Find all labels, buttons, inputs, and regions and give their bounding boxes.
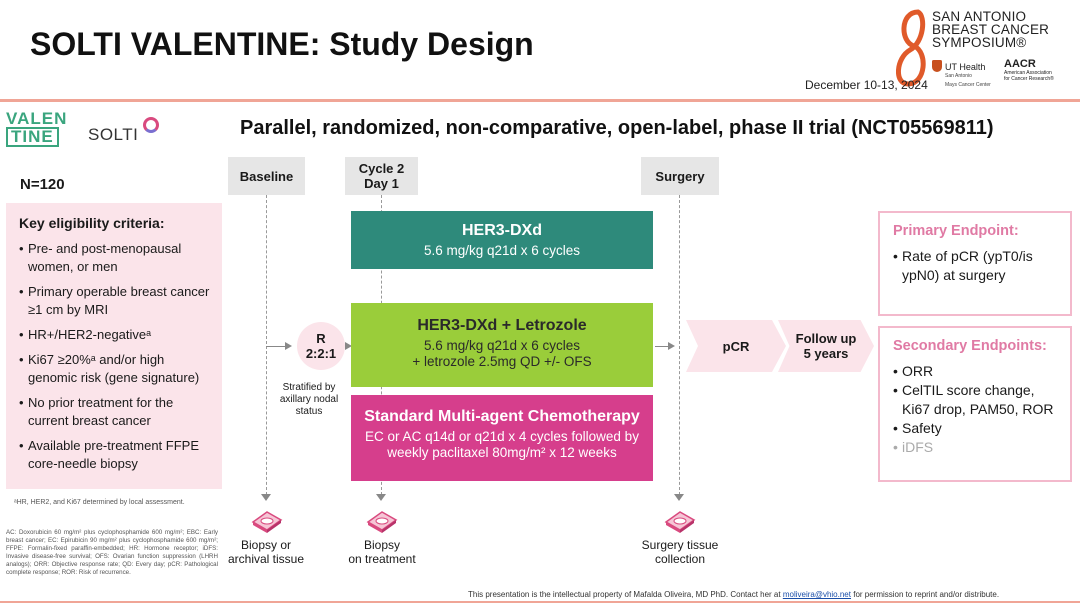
endpoint-item: Rate of pCR (ypT0/is ypN0) at surgery [893,247,1060,285]
follow-up-line1: Follow up [795,331,857,346]
eligibility-footnote: ᵃHR, HER2, and Ki67 determined by local … [14,499,185,506]
secondary-endpoints-heading: Secondary Endpoints: [893,338,1047,354]
biopsy-label-line: archival tissue [227,552,305,566]
biopsy-label-line: on treatment [348,552,416,566]
endpoint-item: Safety [893,419,1060,438]
sabcs-line3: SYMPOSIUM® [932,35,1027,50]
biopsy-label-line: Biopsy or [240,538,292,552]
baseline-timeline [266,195,267,495]
primary-endpoint-list: Rate of pCR (ypT0/is ypN0) at surgery [893,247,1060,285]
endpoint-item-muted: iDFS [893,438,1060,457]
primary-endpoint-box: Primary Endpoint: Rate of pCR (ypT0/is y… [878,211,1072,316]
sabcs-logo: SAN ANTONIO BREAST CANCER SYMPOSIUM® UT … [896,8,1056,90]
arm-dose-extra: + letrozole 2.5mg QD +/- OFS [412,354,592,369]
sabcs-line1: SAN ANTONIO [932,9,1027,24]
stratification-note: Stratified by axillary nodal status [279,382,339,417]
biopsy-label-line: collection [654,552,706,566]
arm-dose: 5.6 mg/kg q21d x 6 cycles [423,243,581,258]
eligibility-heading: Key eligibility criteria: [19,215,165,231]
tissue-slide-icon [664,511,696,533]
header-divider [0,99,1080,102]
arm-dose-extra: weekly paclitaxel 80mg/m² x 12 weeks [387,445,617,460]
follow-up-chevron: Follow up 5 years [778,320,874,372]
footer-divider [0,601,1080,603]
aacr-logo: AACR American Association for Cancer Res… [1004,58,1054,82]
solti-ring-icon [143,117,159,133]
valentine-logo: VALEN TINE [6,110,80,150]
ut-health-label: UT Health [945,62,986,72]
conference-date: December 10-13, 2024 [805,78,928,92]
abbreviations-note: AC: Doxorubicin 60 mg/m² plus cyclophosp… [6,529,218,576]
footer-text: This presentation is the intellectual pr… [468,590,781,599]
arrow-down-icon [261,494,271,501]
eligibility-item: Ki67 ≥20%ᵃ and/or high genomic risk (gen… [19,351,212,387]
secondary-endpoints-list: ORR CelTIL score change, Ki67 drop, PAM5… [893,362,1060,457]
randomization-circle: R 2:2:1 [297,322,345,370]
arrow-right-icon [345,342,352,350]
eligibility-item: HR+/HER2-negativeᵃ [19,326,212,344]
cycle2-line2: Day 1 [364,176,399,191]
biopsy-treatment-label: Biopsy on treatment [336,538,428,566]
arm-chemotherapy: Standard Multi-agent Chemotherapy EC or … [351,395,653,481]
slide-title: SOLTI VALENTINE: Study Design [30,26,534,62]
arm-title: HER3-DXd + Letrozole [417,317,587,334]
biopsy-label-line: Surgery tissue [641,538,719,552]
aacr-sub1: American Association [1004,70,1052,76]
arrow-down-icon [674,494,684,501]
eligibility-item: No prior treatment for the current breas… [19,394,212,430]
arm-her3dxd: HER3-DXd 5.6 mg/kg q21d x 6 cycles [351,211,653,269]
ut-sub2: Mays Cancer Center [945,82,991,88]
trial-subtitle: Parallel, randomized, non-comparative, o… [240,117,994,139]
endpoint-item: ORR [893,362,1060,381]
eligibility-panel: Key eligibility criteria: Pre- and post-… [6,203,222,489]
surgery-timeline [679,195,680,495]
arrow-right-icon [655,342,675,350]
shield-icon [932,60,942,72]
eligibility-list: Pre- and post-menopausal women, or men P… [19,240,212,473]
surgery-header: Surgery [641,157,719,195]
arm-her3dxd-letrozole: HER3-DXd + Letrozole 5.6 mg/kg q21d x 6 … [351,303,653,387]
sabcs-line2: BREAST CANCER [932,22,1050,37]
cycle2-header: Cycle 2 Day 1 [345,157,418,195]
cycle2-line1: Cycle 2 [358,161,405,176]
ribbon-eight-icon [896,9,926,87]
aacr-sub2: for Cancer Research® [1004,76,1054,82]
tissue-slide-icon [251,511,283,533]
surgery-tissue-label: Surgery tissue collection [630,538,730,566]
valen-bottom: TINE [6,127,59,147]
footer-text2: for permission to reprint and/or distrib… [853,590,1000,599]
arm-dose: EC or AC q14d or q21d x 4 cycles followe… [365,429,639,444]
eligibility-item: Available pre-treatment FFPE core-needle… [19,437,212,473]
arm-title: Standard Multi-agent Chemotherapy [364,408,640,425]
solti-logo: SOLTI [88,125,139,144]
tissue-slide-icon [366,511,398,533]
contact-email-link[interactable]: moliveira@vhio.net [782,590,851,599]
arrow-right-icon [266,342,292,350]
arm-dose: 5.6 mg/kg q21d x 6 cycles [423,338,581,353]
biopsy-label-line: Biopsy [363,538,401,552]
sabcs-wordmark: SAN ANTONIO BREAST CANCER SYMPOSIUM® [932,9,1050,50]
valen-top: VALEN [6,109,68,128]
ut-health-logo: UT Health San Antonio Mays Cancer Center [932,60,991,90]
rand-r: R [316,331,326,346]
biopsy-baseline-label: Biopsy or archival tissue [220,538,312,566]
arrow-down-icon [376,494,386,501]
primary-endpoint-heading: Primary Endpoint: [893,223,1019,239]
copyright-footer: This presentation is the intellectual pr… [468,590,999,599]
ut-sub1: San Antonio [945,73,972,79]
follow-up-line2: 5 years [803,346,849,361]
aacr-label: AACR [1004,58,1036,70]
baseline-header: Baseline [228,157,305,195]
pcr-chevron: pCR [686,320,786,372]
sample-size: N=120 [20,176,65,193]
eligibility-item: Primary operable breast cancer ≥1 cm by … [19,283,212,319]
arm-title: HER3-DXd [461,222,542,239]
rand-ratio: 2:2:1 [305,346,337,361]
secondary-endpoints-box: Secondary Endpoints: ORR CelTIL score ch… [878,326,1072,482]
endpoint-item: CelTIL score change, Ki67 drop, PAM50, R… [893,381,1060,419]
eligibility-item: Pre- and post-menopausal women, or men [19,240,212,276]
